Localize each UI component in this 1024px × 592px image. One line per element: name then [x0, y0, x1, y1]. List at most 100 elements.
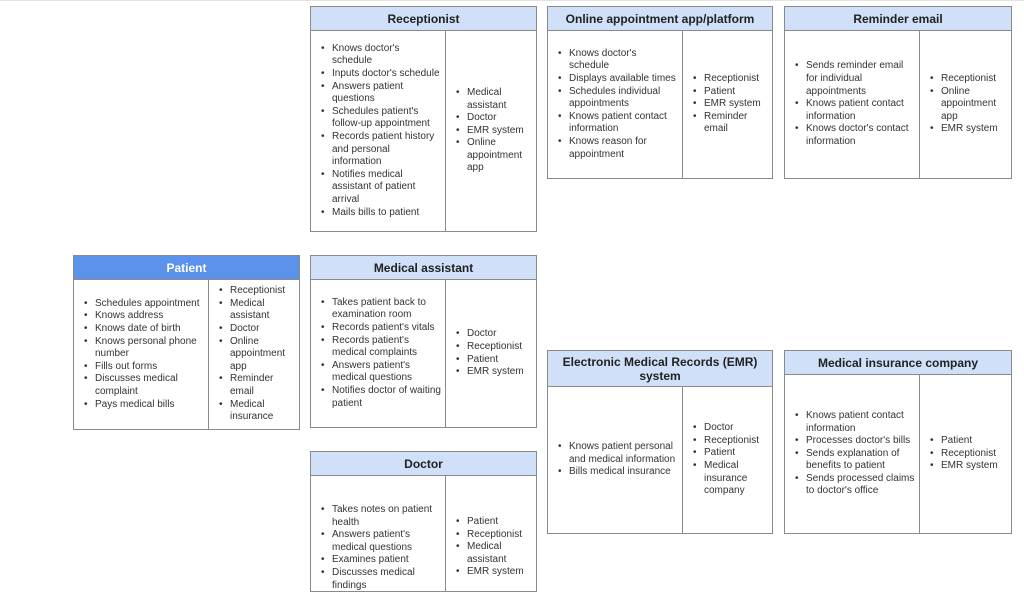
responsibility-item: Knows date of birth	[84, 323, 204, 336]
responsibilities-list: Schedules appointmentKnows addressKnows …	[82, 298, 204, 411]
responsibility-item: Discusses medical findings	[321, 567, 441, 591]
collaborator-item: EMR system	[456, 566, 532, 579]
responsibility-item: Knows doctor's schedule	[321, 43, 441, 68]
collaborator-item: Medical insurance company	[693, 460, 768, 498]
responsibility-item: Pays medical bills	[84, 399, 204, 412]
collaborator-item: Doctor	[456, 328, 524, 341]
responsibility-item: Schedules patient's follow-up appointmen…	[321, 106, 441, 131]
card-patient[interactable]: Patient Schedules appointmentKnows addre…	[73, 255, 300, 430]
collaborator-item: Receptionist	[930, 448, 998, 461]
responsibility-item: Discusses medical complaint	[84, 373, 204, 398]
responsibility-item: Records patient history and personal inf…	[321, 131, 441, 169]
responsibility-item: Knows patient contact information	[795, 410, 915, 435]
collaborator-item: Patient	[930, 435, 998, 448]
card-online-appointment-app[interactable]: Online appointment app/platform Knows do…	[547, 6, 773, 179]
responsibility-item: Answers patient questions	[321, 81, 441, 106]
responsibility-item: Sends reminder email for individual appo…	[795, 60, 915, 98]
responsibilities-list: Knows patient personal and medical infor…	[556, 441, 678, 479]
collaborators-list: ReceptionistPatientEMR systemReminder em…	[691, 73, 768, 136]
collaborator-item: Medical insurance	[219, 399, 295, 424]
collaborator-item: Doctor	[693, 422, 768, 435]
responsibility-item: Sends explanation of benefits to patient	[795, 448, 915, 473]
collaborator-item: Online appointment app	[930, 86, 1007, 124]
responsibility-item: Inputs doctor's schedule	[321, 68, 441, 81]
responsibilities-list: Takes notes on patient healthAnswers pat…	[319, 504, 441, 591]
canvas-top-edge	[0, 0, 1024, 1]
card-doctor[interactable]: Doctor Takes notes on patient healthAnsw…	[310, 451, 537, 592]
collaborator-item: Doctor	[219, 323, 295, 336]
collaborators-list: ReceptionistMedical assistantDoctorOnlin…	[217, 285, 295, 424]
responsibility-item: Records patient's vitals	[321, 322, 441, 335]
card-title: Online appointment app/platform	[548, 7, 772, 31]
collaborator-item: Receptionist	[456, 341, 524, 354]
collaborator-item: Receptionist	[219, 285, 295, 298]
responsibility-item: Notifies medical assistant of patient ar…	[321, 169, 441, 207]
collaborator-item: EMR system	[930, 123, 1007, 136]
collaborator-item: Patient	[456, 516, 532, 529]
collaborator-item: Receptionist	[693, 73, 768, 86]
collaborator-item: Receptionist	[930, 73, 1007, 86]
responsibility-item: Records patient's medical complaints	[321, 335, 441, 360]
collaborator-item: Receptionist	[693, 435, 768, 448]
responsibilities-list: Sends reminder email for individual appo…	[793, 60, 915, 148]
collaborator-item: Online appointment app	[219, 336, 295, 374]
responsibility-item: Knows patient personal and medical infor…	[558, 441, 678, 466]
responsibilities-list: Knows patient contact informationProcess…	[793, 410, 915, 498]
card-receptionist[interactable]: Receptionist Knows doctor's scheduleInpu…	[310, 6, 537, 232]
card-title: Medical insurance company	[785, 351, 1011, 375]
collaborator-item: Reminder email	[219, 373, 295, 398]
collaborators-list: ReceptionistOnline appointment appEMR sy…	[928, 73, 1007, 136]
collaborator-item: Receptionist	[456, 529, 532, 542]
responsibility-item: Answers patient's medical questions	[321, 360, 441, 385]
responsibility-item: Knows reason for appointment	[558, 136, 678, 161]
card-medical-assistant[interactable]: Medical assistant Takes patient back to …	[310, 255, 537, 428]
responsibility-item: Knows patient contact information	[795, 98, 915, 123]
responsibility-item: Examines patient	[321, 554, 441, 567]
responsibility-item: Schedules appointment	[84, 298, 204, 311]
responsibility-item: Processes doctor's bills	[795, 435, 915, 448]
responsibility-item: Answers patient's medical questions	[321, 529, 441, 554]
responsibility-item: Takes notes on patient health	[321, 504, 441, 529]
collaborator-item: EMR system	[456, 125, 532, 138]
collaborator-item: Patient	[693, 86, 768, 99]
card-reminder-email[interactable]: Reminder email Sends reminder email for …	[784, 6, 1012, 179]
collaborators-list: PatientReceptionistEMR system	[928, 435, 998, 473]
responsibility-item: Displays available times	[558, 73, 678, 86]
responsibility-item: Knows personal phone number	[84, 336, 204, 361]
card-title: Electronic Medical Records (EMR) system	[548, 351, 772, 387]
card-title: Patient	[74, 256, 299, 280]
responsibilities-list: Knows doctor's scheduleInputs doctor's s…	[319, 43, 441, 219]
collaborator-item: Medical assistant	[456, 541, 532, 566]
collaborator-item: Medical assistant	[219, 298, 295, 323]
collaborator-item: Doctor	[456, 112, 532, 125]
card-title: Receptionist	[311, 7, 536, 31]
collaborator-item: Medical assistant	[456, 87, 532, 112]
card-title: Medical assistant	[311, 256, 536, 280]
card-emr-system[interactable]: Electronic Medical Records (EMR) system …	[547, 350, 773, 534]
card-medical-insurance-company[interactable]: Medical insurance company Knows patient …	[784, 350, 1012, 534]
collaborator-item: EMR system	[930, 460, 998, 473]
responsibility-item: Knows address	[84, 310, 204, 323]
responsibility-item: Bills medical insurance	[558, 466, 678, 479]
collaborators-list: DoctorReceptionistPatientMedical insuran…	[691, 422, 768, 498]
responsibilities-list: Takes patient back to examination roomRe…	[319, 297, 441, 410]
responsibility-item: Notifies doctor of waiting patient	[321, 385, 441, 410]
card-title: Reminder email	[785, 7, 1011, 31]
card-title: Doctor	[311, 452, 536, 476]
collaborators-list: Medical assistantDoctorEMR systemOnline …	[454, 87, 532, 175]
collaborators-list: DoctorReceptionistPatientEMR system	[454, 328, 524, 378]
responsibility-item: Schedules individual appointments	[558, 86, 678, 111]
collaborator-item: EMR system	[693, 98, 768, 111]
collaborator-item: Online appointment app	[456, 137, 532, 175]
collaborator-item: EMR system	[456, 366, 524, 379]
responsibilities-list: Knows doctor's scheduleDisplays availabl…	[556, 48, 678, 161]
collaborator-item: Patient	[693, 447, 768, 460]
responsibility-item: Mails bills to patient	[321, 207, 441, 220]
collaborator-item: Patient	[456, 354, 524, 367]
responsibility-item: Sends processed claims to doctor's offic…	[795, 473, 915, 498]
responsibility-item: Knows doctor's schedule	[558, 48, 678, 73]
responsibility-item: Knows patient contact information	[558, 111, 678, 136]
responsibility-item: Takes patient back to examination room	[321, 297, 441, 322]
collaborator-item: Reminder email	[693, 111, 768, 136]
collaborators-list: PatientReceptionistMedical assistantEMR …	[454, 516, 532, 579]
